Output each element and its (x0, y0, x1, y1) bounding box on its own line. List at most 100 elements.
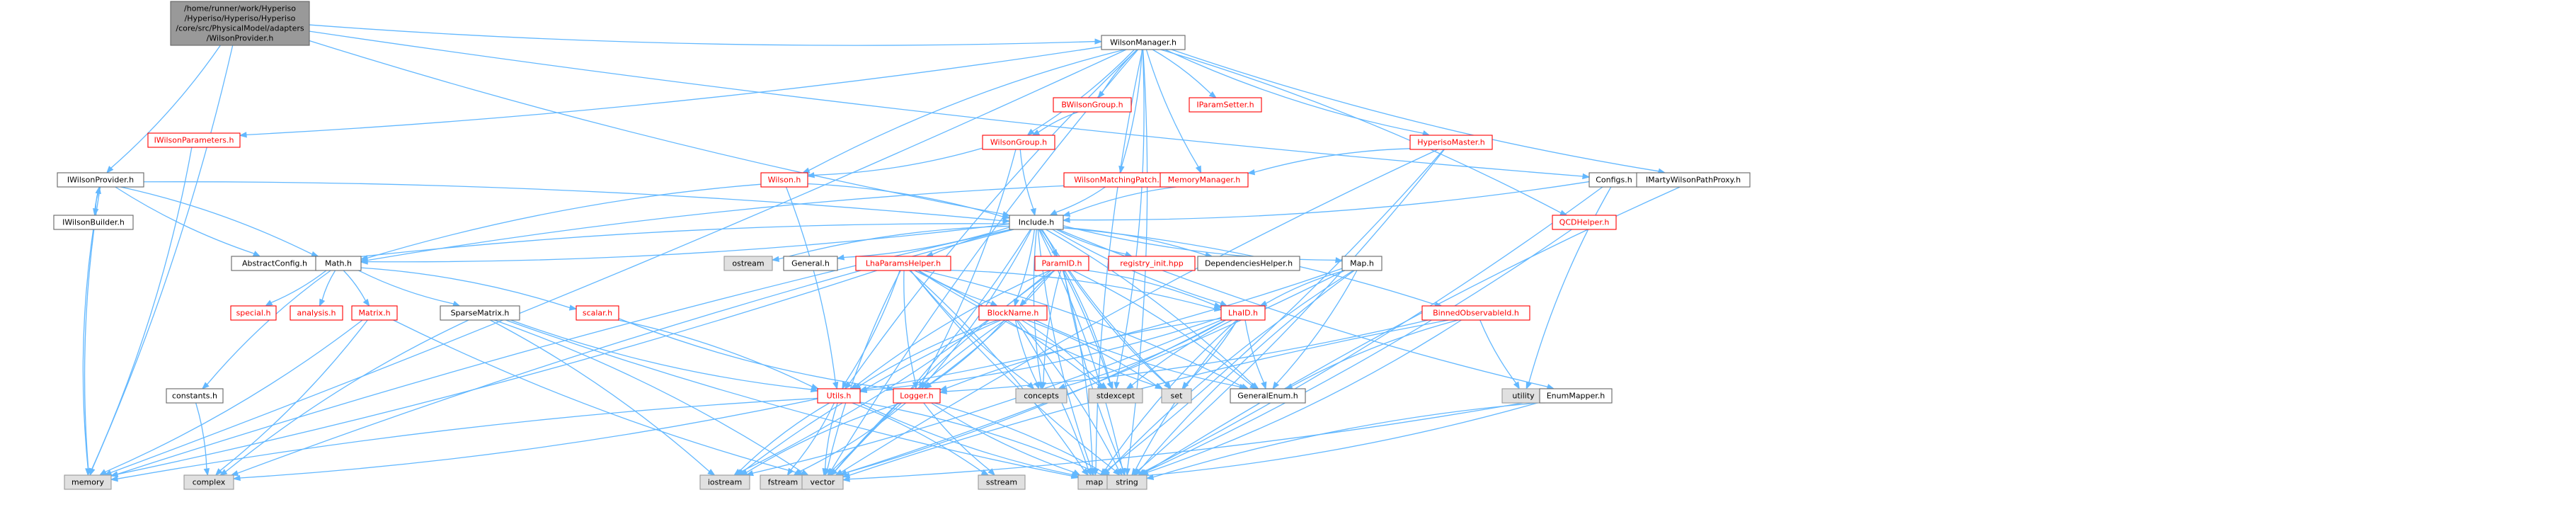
edge-binnedobservableid-to-utility (1479, 319, 1517, 384)
edge-lhaparamshelper-to-lhaid (950, 270, 1215, 309)
node-analysis[interactable]: analysis.h (290, 305, 343, 321)
node-include[interactable]: Include.h (1009, 215, 1064, 230)
node-fstream[interactable]: fstream (760, 474, 806, 490)
edge-logger-to-map (931, 402, 1075, 473)
node-paramid[interactable]: ParamID.h (1034, 256, 1089, 271)
node-label-scalar: scalar.h (583, 309, 612, 318)
edge-paramid-to-stdexcept (1064, 270, 1111, 383)
arrowhead-utils-to-memory (110, 475, 118, 482)
node-iwilsonbuilder[interactable]: IWilsonBuilder.h (53, 215, 134, 230)
node-logger[interactable]: Logger.h (893, 388, 941, 404)
node-string[interactable]: string (1106, 474, 1147, 490)
node-scalar[interactable]: scalar.h (576, 305, 619, 321)
node-map[interactable]: map (1077, 474, 1111, 490)
node-map_h[interactable]: Map.h (1341, 256, 1383, 271)
arrowhead-lhaid-to-utils (859, 387, 868, 394)
node-hyperisomaster[interactable]: HyperisoMaster.h (1409, 135, 1493, 150)
edge-paramid-to-vector (835, 270, 1055, 472)
node-concepts[interactable]: concepts (1015, 388, 1067, 404)
edge-paramid-to-map (1062, 270, 1093, 469)
node-stdexcept[interactable]: stdexcept (1088, 388, 1143, 404)
edge-sparsematrix-to-vector (494, 319, 803, 473)
node-vector[interactable]: vector (801, 474, 844, 490)
node-label-enummapper: EnumMapper.h (1547, 392, 1605, 401)
node-label-memory: memory (71, 478, 104, 487)
edge-logger-to-sstream (923, 402, 991, 472)
node-sstream[interactable]: sstream (978, 474, 1026, 490)
node-root[interactable]: /home/runner/work/Hyperiso/Hyperiso/Hype… (170, 1, 310, 46)
edge-include-to-map_h (1063, 225, 1336, 261)
node-binnedobservableid[interactable]: BinnedObservableId.h (1421, 305, 1530, 321)
node-label-constants: constants.h (172, 392, 217, 401)
arrowhead-wilsonmatchingpatch-to-include (1049, 209, 1058, 216)
node-sparsematrix[interactable]: SparseMatrix.h (440, 305, 520, 321)
node-special[interactable]: special.h (230, 305, 277, 321)
node-box-wilson (760, 172, 808, 188)
node-iostream[interactable]: iostream (699, 474, 750, 490)
node-lhaid[interactable]: LhaID.h (1220, 305, 1266, 321)
node-matrix[interactable]: Matrix.h (351, 305, 398, 321)
arrowhead-utils-to-iostream (733, 468, 742, 476)
node-iparamsetter[interactable]: IParamSetter.h (1189, 97, 1262, 113)
edge-root-to-memory (91, 45, 234, 469)
node-utils[interactable]: Utils.h (817, 388, 861, 404)
node-blockname[interactable]: BlockName.h (978, 305, 1048, 321)
edge-paramid-to-string (1063, 270, 1124, 469)
edge-logger-to-string (934, 402, 1104, 474)
arrowhead-lhaparamshelper-to-concepts (1026, 382, 1035, 389)
node-registryinit[interactable]: registry_init.hpp (1108, 256, 1196, 271)
node-math[interactable]: Math.h (315, 256, 362, 271)
edge-layer (82, 24, 1681, 482)
arrowhead-paramid-to-stdexcept (1107, 381, 1114, 390)
node-box-constants (166, 388, 224, 404)
node-utility[interactable]: utility (1501, 388, 1545, 404)
node-iwilsonprovider[interactable]: IWilsonProvider.h (57, 172, 144, 188)
node-iwilsonparameters[interactable]: IWilsonParameters.h (147, 132, 241, 148)
arrowhead-wilsonmanager-to-qcdhelper (1559, 210, 1568, 216)
node-abstractconfig[interactable]: AbstractConfig.h (231, 256, 319, 271)
node-generalenum[interactable]: GeneralEnum.h (1230, 388, 1306, 404)
edge-hyperisomaster-to-map (1106, 149, 1444, 472)
node-memorymanager[interactable]: MemoryManager.h (1160, 172, 1249, 188)
node-label-iwilsonbuilder: IWilsonBuilder.h (62, 218, 125, 227)
node-label-set: set (1171, 392, 1183, 401)
edge-matrix-to-complex (219, 319, 368, 472)
node-constants[interactable]: constants.h (166, 388, 224, 404)
arrowhead-math-to-analysis (319, 298, 326, 307)
node-ostream[interactable]: ostream (723, 256, 773, 271)
node-wilsongroup[interactable]: WilsonGroup.h (982, 135, 1055, 150)
node-bwilsongroup[interactable]: BWilsonGroup.h (1053, 97, 1132, 113)
arrowhead-configs-to-include (1062, 217, 1070, 223)
node-complex[interactable]: complex (183, 474, 234, 490)
node-wilson[interactable]: Wilson.h (760, 172, 808, 188)
node-enummapper[interactable]: EnumMapper.h (1539, 388, 1613, 404)
arrowhead-matrix-to-complex (214, 468, 223, 476)
node-general[interactable]: General.h (783, 256, 838, 271)
node-configs[interactable]: Configs.h (1588, 172, 1639, 188)
node-memory[interactable]: memory (64, 474, 112, 490)
edge-lhaid-to-vector (846, 319, 1226, 474)
edge-binnedobservableid-to-logger (946, 319, 1429, 392)
node-dependencieshelper[interactable]: DependenciesHelper.h (1197, 256, 1300, 271)
node-wilsonmatchingpatch[interactable]: WilsonMatchingPatch.h (1063, 172, 1175, 188)
edge-wilson-to-include (807, 183, 1004, 217)
node-imartywilsonpathproxy[interactable]: IMartyWilsonPathProxy.h (1636, 172, 1751, 188)
node-label-string: string (1116, 478, 1138, 487)
node-qcdhelper[interactable]: QCDHelper.h (1552, 215, 1617, 230)
node-wilsonmanager[interactable]: WilsonManager.h (1101, 35, 1186, 50)
arrowhead-sparsematrix-to-iostream (707, 469, 716, 476)
edge-lhaparamshelper-to-memory (117, 270, 877, 475)
node-label-configs: Configs.h (1596, 176, 1632, 185)
node-lhaparamshelper[interactable]: LhaParamsHelper.h (855, 256, 951, 271)
node-box-wilsonmanager (1101, 35, 1186, 50)
arrowhead-iwilsonprovider-to-include (1002, 217, 1011, 224)
edge-logger-to-fstream (798, 402, 906, 472)
arrowhead-utils-to-sstream (980, 469, 990, 476)
edge-iwilsonbuilder-to-memory (82, 229, 94, 469)
edge-lhaid-to-stdexcept (1131, 319, 1232, 386)
node-box-sparsematrix (440, 305, 520, 321)
node-label-dependencieshelper: DependenciesHelper.h (1205, 259, 1293, 268)
node-set[interactable]: set (1161, 388, 1192, 404)
arrowhead-iwilsonprovider-to-math (311, 251, 319, 257)
arrowhead-enummapper-to-string (1145, 474, 1155, 480)
